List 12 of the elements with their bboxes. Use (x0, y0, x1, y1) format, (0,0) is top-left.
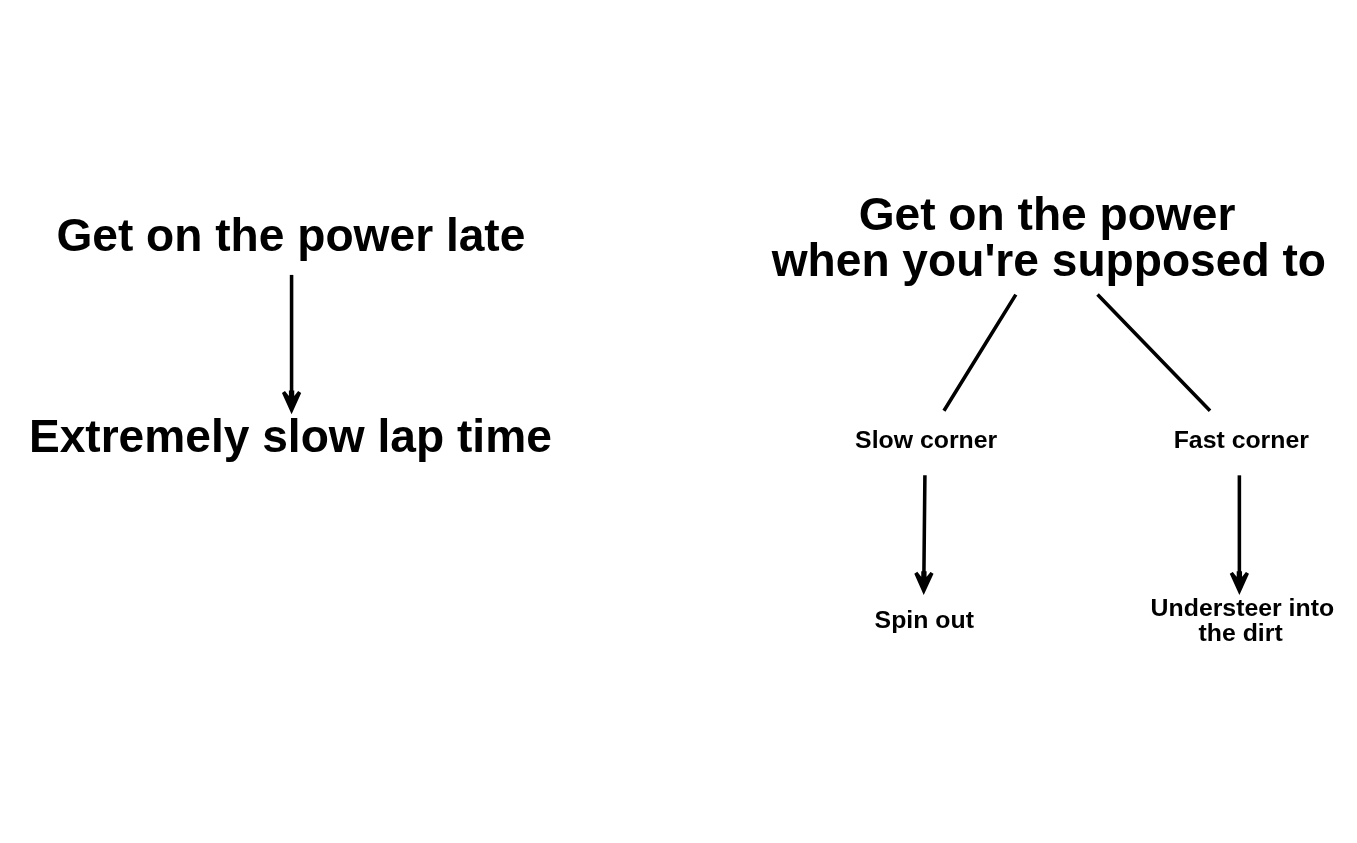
node-text: Get on the power late (56, 208, 526, 261)
connector (1096, 293, 1212, 412)
node-text: Understeer into the dirt (1150, 594, 1335, 647)
node-text: Slow corner (855, 425, 998, 453)
arrow (1229, 475, 1250, 593)
connector (942, 293, 1018, 412)
arrow (914, 475, 934, 593)
node-text: Spin out (874, 605, 974, 633)
node-text: Fast corner (1173, 425, 1309, 453)
arrow (281, 274, 302, 412)
node-text: Get on the power when you're supposed to (771, 188, 1326, 287)
node-text: Extremely slow lap time (28, 410, 552, 463)
